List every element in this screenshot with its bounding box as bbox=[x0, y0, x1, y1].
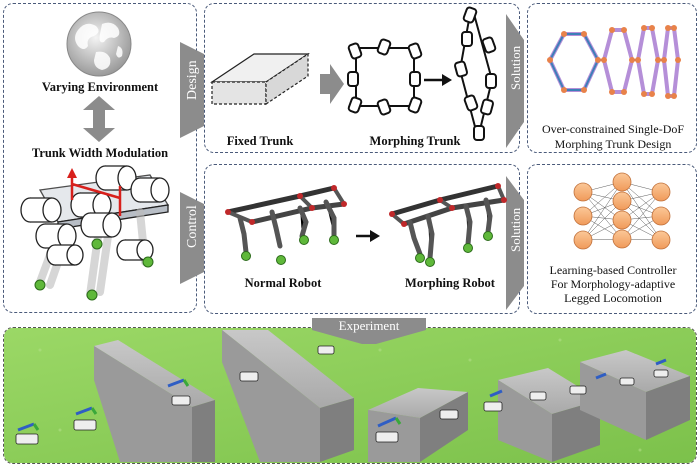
fixed-trunk-label: Fixed Trunk bbox=[226, 134, 294, 148]
design-arrow-icon bbox=[320, 64, 344, 104]
obstacle-wall-2 bbox=[222, 330, 354, 462]
control-solution-text-line1: Learning-based Controller bbox=[549, 263, 677, 277]
experiment-tab-label: Experiment bbox=[338, 318, 400, 333]
control-tab-shape bbox=[180, 192, 204, 284]
control-arrow-icon bbox=[356, 230, 380, 242]
design-solution-text-line1: Over-constrained Single-DoF bbox=[541, 122, 685, 136]
double-arrow-icon bbox=[83, 96, 115, 142]
control-solution-text-line2: For Morphology-adaptive bbox=[550, 277, 676, 291]
neural-network-icon bbox=[573, 172, 671, 250]
solution-bottom-tab-label: Solution bbox=[508, 208, 523, 252]
varying-environment-label: Varying Environment bbox=[41, 80, 159, 94]
obstacle-wall-1 bbox=[94, 340, 215, 462]
obstacle-wall-3 bbox=[368, 388, 468, 462]
morphed-trunk-shape bbox=[454, 6, 497, 141]
design-solution-text-line2: Morphing Trunk Design bbox=[554, 137, 672, 151]
design-tab-shape bbox=[180, 42, 204, 138]
solution-top-tab-shape bbox=[506, 14, 524, 148]
morph-arrow-icon bbox=[424, 74, 452, 86]
design-tab-label: Design bbox=[185, 60, 200, 100]
fixed-trunk-slab bbox=[210, 52, 310, 106]
morphing-robot-label: Morphing Robot bbox=[405, 276, 495, 290]
normal-robot-render bbox=[225, 185, 347, 265]
control-tab-label: Control bbox=[185, 205, 200, 248]
obstacle-wall-4 bbox=[498, 368, 600, 462]
globe-icon bbox=[66, 11, 132, 77]
solution-bottom-tab-shape bbox=[506, 176, 524, 310]
experiment-scene bbox=[4, 328, 696, 463]
trunk-width-robot bbox=[20, 165, 170, 301]
morphing-trunk-square bbox=[347, 38, 423, 116]
obstacle-wall-5 bbox=[580, 350, 690, 440]
morphing-trunk-label: Morphing Trunk bbox=[369, 134, 461, 148]
normal-robot-label: Normal Robot bbox=[244, 276, 322, 290]
experiment-tab-shape bbox=[312, 318, 426, 344]
trunk-width-modulation-label: Trunk Width Modulation bbox=[31, 146, 169, 160]
morphing-robot-render bbox=[389, 183, 507, 267]
solution-top-tab-label: Solution bbox=[508, 46, 523, 90]
control-solution-text-line3: Legged Locomotion bbox=[564, 291, 662, 305]
truss-chain-diagram bbox=[547, 25, 681, 99]
